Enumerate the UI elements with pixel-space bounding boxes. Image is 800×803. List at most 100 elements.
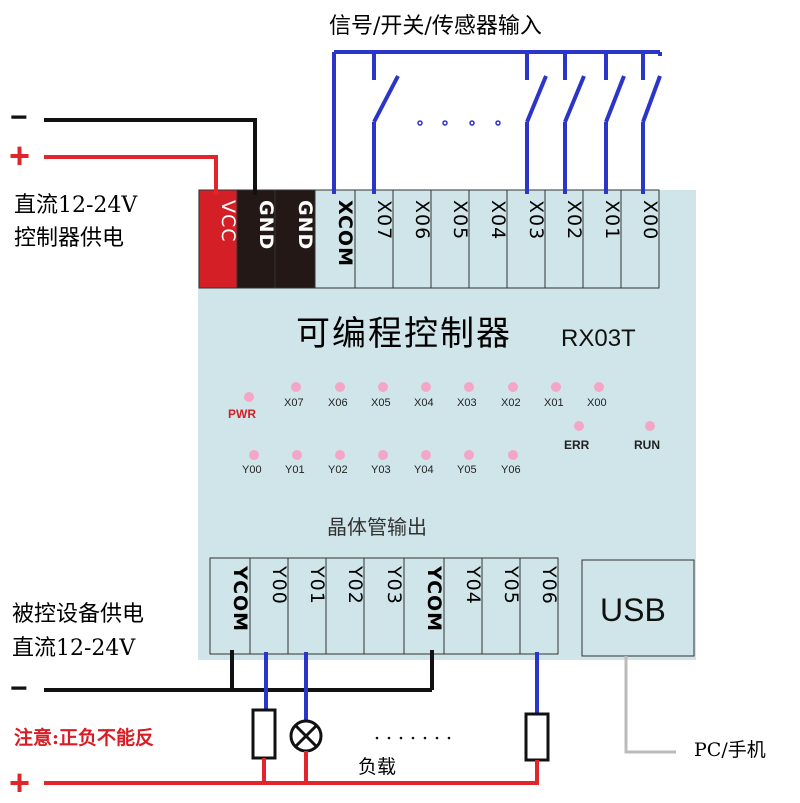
terminal-label-y06: Y06: [538, 566, 560, 605]
terminal-label-x05: X05: [449, 200, 471, 241]
input-bus: [332, 50, 662, 194]
label-pwr: PWR: [228, 407, 256, 421]
device-voltage-label: 直流12-24V: [12, 636, 136, 661]
terminal-x03: [506, 189, 546, 289]
wire-gnd-supply: [44, 118, 257, 195]
led-err: [574, 421, 584, 431]
label-led-x05: X05: [371, 397, 391, 409]
terminal-label-x01: X01: [601, 200, 623, 241]
label-run: RUN: [634, 438, 660, 452]
usb-port: [581, 559, 695, 657]
label-err: ERR: [564, 438, 590, 452]
output-positive-wires: [44, 751, 539, 785]
label-led-y06: Y06: [501, 464, 521, 476]
label-led-x06: X06: [328, 397, 348, 409]
usb-cable: [624, 656, 676, 754]
load-resistor-1: [251, 708, 277, 760]
led-pwr: [244, 392, 254, 402]
terminal-label-vcc: VCC: [217, 200, 239, 243]
led-x01: [551, 382, 561, 392]
load-lamp: [289, 719, 323, 753]
led-y01: [292, 450, 302, 460]
terminal-y01: [287, 557, 327, 655]
terminal-label-y01: Y01: [306, 566, 328, 605]
led-y06: [508, 450, 518, 460]
pc-phone-label: PC/手机: [694, 739, 766, 761]
label-led-x01: X01: [544, 397, 564, 409]
terminal-label-y00: Y00: [268, 566, 290, 605]
terminal-label-x02: X02: [563, 200, 585, 241]
warning-text: 注意:正负不能反: [14, 727, 155, 749]
terminal-gnd-2: [274, 189, 316, 289]
label-led-x03: X03: [457, 397, 477, 409]
usb-label: USB: [600, 592, 666, 628]
device-power-label: 被控设备供电: [12, 602, 145, 627]
terminal-y03: [363, 557, 405, 655]
led-x07: [291, 382, 301, 392]
led-x00: [594, 382, 604, 392]
terminal-label-x07: X07: [373, 200, 395, 241]
terminal-label-x06: X06: [411, 200, 433, 241]
bottom-terminal-block: [209, 557, 559, 655]
label-led-x04: X04: [414, 397, 434, 409]
terminal-x04: [468, 189, 508, 289]
load-label: 负载: [358, 756, 397, 778]
power-minus-sign: −: [10, 101, 28, 134]
power-voltage-label: 直流12-24V: [14, 193, 138, 218]
led-x04: [421, 382, 431, 392]
terminal-y00: [249, 557, 289, 655]
label-led-y03: Y03: [371, 464, 391, 476]
led-x02: [508, 382, 518, 392]
input-title: 信号/开关/传感器输入: [329, 14, 542, 39]
label-led-y00: Y00: [242, 464, 262, 476]
terminal-label-x04: X04: [487, 200, 509, 241]
terminal-x01: [582, 189, 622, 289]
led-y05: [464, 450, 474, 460]
output-common-wires: [44, 650, 434, 692]
controller-model: RX03T: [561, 325, 636, 352]
led-y02: [335, 450, 345, 460]
label-led-x07: X07: [284, 397, 304, 409]
device-minus-sign: −: [10, 672, 28, 705]
terminal-ycom-1: [209, 557, 251, 655]
led-x06: [335, 382, 345, 392]
input-ellipsis: [417, 120, 501, 126]
terminal-y04: [443, 557, 483, 655]
terminal-ycom-2: [403, 557, 445, 655]
led-x03: [464, 382, 474, 392]
wire-vcc-supply: [44, 155, 218, 195]
terminal-label-gnd-1: GND: [255, 200, 277, 251]
terminal-y02: [325, 557, 365, 655]
terminal-label-y03: Y03: [383, 566, 405, 605]
terminal-label-ycom-2: YCOM: [423, 566, 445, 633]
led-run: [645, 421, 655, 431]
terminal-label-x00: X00: [639, 200, 661, 241]
terminal-label-x03: X03: [525, 200, 547, 241]
power-supply-label: 控制器供电: [14, 226, 125, 251]
terminal-x07: [354, 189, 394, 289]
terminal-label-y05: Y05: [500, 566, 522, 605]
terminal-xcom: [314, 189, 356, 289]
label-led-y01: Y01: [285, 464, 305, 476]
terminal-x00: [620, 189, 660, 289]
output-wires: [264, 652, 539, 720]
load-ellipsis: [375, 736, 451, 740]
terminal-x06: [392, 189, 432, 289]
label-led-x02: X02: [501, 397, 521, 409]
terminal-vcc: [198, 189, 238, 289]
load-resistor-2: [524, 712, 550, 762]
terminal-label-y02: Y02: [344, 566, 366, 605]
label-led-y04: Y04: [414, 464, 434, 476]
led-y04: [421, 450, 431, 460]
led-y03: [378, 450, 388, 460]
terminal-label-gnd-2: GND: [294, 200, 316, 251]
terminal-label-ycom-1: YCOM: [229, 566, 251, 633]
led-y00: [249, 450, 259, 460]
terminal-y06: [519, 557, 559, 655]
led-x05: [378, 382, 388, 392]
output-section-label: 晶体管输出: [327, 515, 427, 539]
terminal-label-y04: Y04: [462, 566, 484, 605]
top-terminal-block: [198, 189, 660, 289]
label-led-x00: X00: [587, 397, 607, 409]
